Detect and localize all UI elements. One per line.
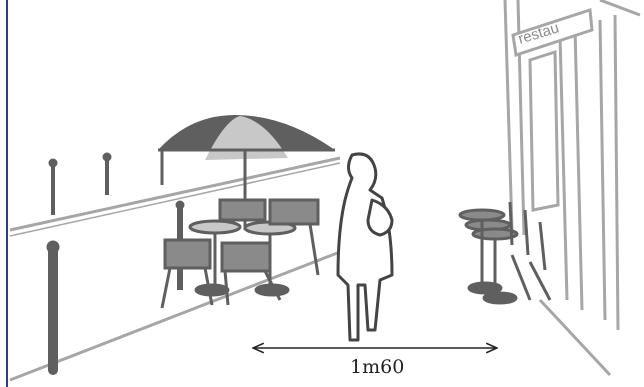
bistro-tables — [458, 201, 552, 305]
pedestrian — [336, 152, 394, 342]
restaurant-facade — [503, 0, 641, 331]
bollards — [46, 152, 185, 375]
umbrella — [158, 115, 335, 230]
cafe-chairs — [160, 198, 320, 309]
facade-baseline — [538, 298, 612, 377]
width-label: 1m60 — [350, 356, 405, 378]
curb — [9, 156, 346, 382]
